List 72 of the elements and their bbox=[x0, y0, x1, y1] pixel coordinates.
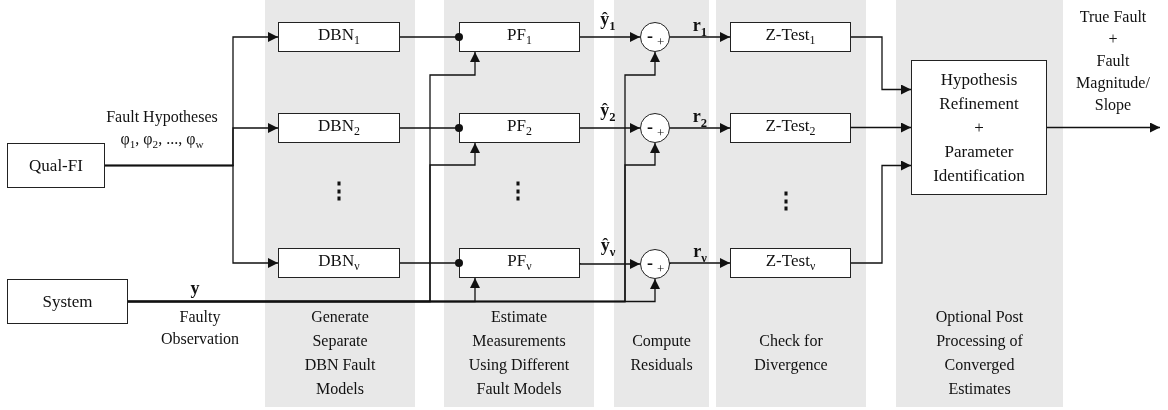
box-label: PF$_{ν}$ bbox=[507, 251, 532, 275]
summing-junction bbox=[640, 22, 670, 52]
stage-caption: Compute Residuals bbox=[629, 331, 694, 375]
edge-note: Faulty Observation bbox=[159, 307, 241, 349]
edge-label: ŷ$_{ν}$ bbox=[599, 234, 617, 261]
stage-caption: Check for Divergence bbox=[753, 331, 829, 376]
output-label: Fault Magnitude/ Slope bbox=[1075, 51, 1151, 116]
box-label: + bbox=[974, 116, 984, 139]
ellipsis-dots: ⋮ bbox=[507, 180, 521, 202]
arrow bbox=[669, 123, 731, 133]
edge-label: y bbox=[189, 277, 201, 299]
process-box bbox=[459, 22, 580, 52]
box-label: Z-Test$_{2}$ bbox=[765, 116, 816, 140]
arrow bbox=[579, 32, 641, 42]
summing-junction bbox=[640, 249, 670, 279]
output-label: True Fault bbox=[1078, 7, 1148, 27]
box-label: System bbox=[42, 291, 93, 312]
sign-label: + bbox=[657, 262, 665, 275]
arrow bbox=[850, 36, 912, 95]
edge-label: ŷ$_{1}$ bbox=[599, 8, 617, 35]
box-label: DBN$_{ν}$ bbox=[318, 251, 360, 275]
edge-label: Fault Hypotheses φ$_{1}$, φ$_{2}$, ..., φ$_{w}$ bbox=[105, 107, 219, 153]
arrow bbox=[579, 259, 641, 269]
sign-label: - bbox=[647, 254, 653, 272]
arrow bbox=[579, 123, 641, 133]
stage-band bbox=[265, 0, 415, 407]
arrow bbox=[127, 278, 660, 303]
sign-label: + bbox=[657, 35, 665, 48]
process-box bbox=[7, 143, 105, 188]
sign-label: + bbox=[657, 126, 665, 139]
sign-label: - bbox=[647, 27, 653, 45]
process-box bbox=[278, 22, 400, 52]
process-box bbox=[459, 113, 580, 143]
arrow bbox=[850, 160, 912, 264]
process-box bbox=[459, 248, 580, 278]
edge-label: r$_{1}$ bbox=[691, 14, 709, 41]
edge-label: r$_{ν}$ bbox=[692, 240, 708, 267]
ellipsis-dots: ⋮ bbox=[775, 190, 789, 212]
box-label: Qual-FI bbox=[29, 155, 83, 176]
arrow bbox=[850, 122, 912, 133]
process-box bbox=[911, 60, 1047, 195]
output-label: + bbox=[1107, 29, 1119, 49]
stage-band bbox=[716, 0, 866, 407]
edge-label: r$_{2}$ bbox=[691, 105, 709, 132]
stage-caption: Estimate Measurements Using Different Fault Models bbox=[467, 307, 571, 399]
arrow bbox=[669, 32, 731, 42]
box-label: DBN$_{2}$ bbox=[318, 116, 360, 140]
stage-band bbox=[444, 0, 594, 407]
process-box bbox=[730, 248, 851, 278]
process-box bbox=[730, 22, 851, 52]
stage-band bbox=[896, 0, 1063, 407]
box-label: Z-Test$_{ν}$ bbox=[765, 251, 816, 275]
box-label: PF$_{1}$ bbox=[507, 25, 532, 49]
arrow bbox=[104, 164, 279, 268]
ellipsis-dots: ⋮ bbox=[328, 180, 342, 202]
process-box bbox=[7, 279, 128, 324]
sign-label: - bbox=[647, 118, 653, 136]
box-label: PF$_{2}$ bbox=[507, 116, 532, 140]
box-label: DBN$_{1}$ bbox=[318, 25, 360, 49]
process-box bbox=[278, 248, 400, 278]
arrow bbox=[1046, 122, 1161, 133]
box-label: Z-Test$_{1}$ bbox=[765, 25, 816, 49]
stage-band bbox=[614, 0, 709, 407]
arrow bbox=[669, 258, 731, 268]
process-box bbox=[278, 113, 400, 143]
summing-junction bbox=[640, 113, 670, 143]
stage-caption: Optional Post Processing of Converged Estimates bbox=[934, 307, 1025, 399]
stage-caption: Generate Separate DBN Fault Models bbox=[303, 307, 377, 399]
process-box bbox=[730, 113, 851, 143]
edge-label: ŷ$_{2}$ bbox=[599, 99, 617, 126]
box-label: Parameter Identification bbox=[932, 140, 1026, 187]
box-label: Hypothesis Refinement bbox=[938, 68, 1020, 115]
